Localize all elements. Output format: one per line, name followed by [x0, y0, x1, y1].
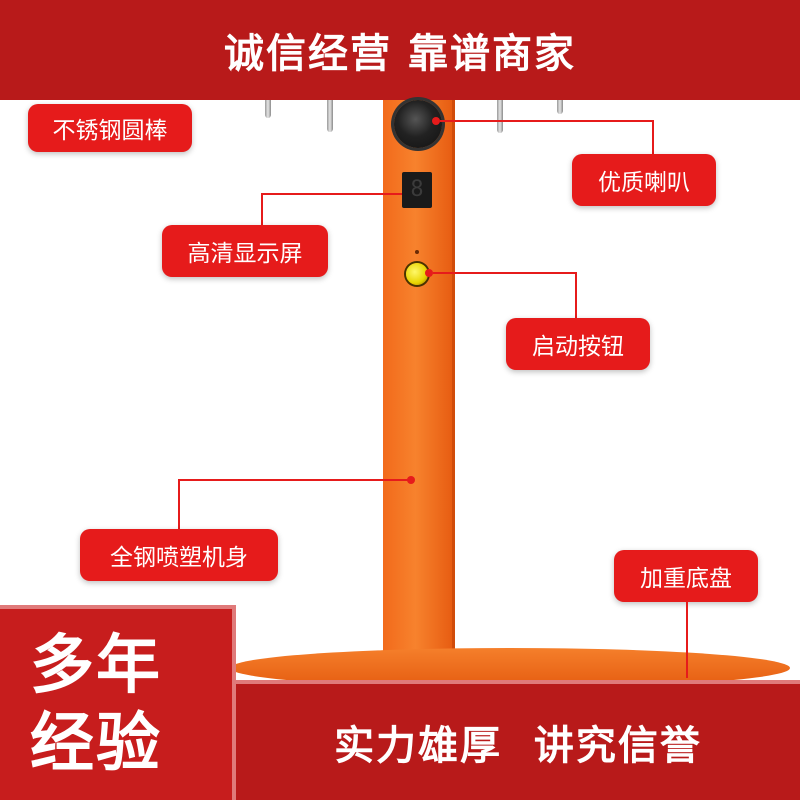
- leader-line: [575, 272, 577, 318]
- banner-title: 诚信经营 靠谱商家: [224, 31, 576, 77]
- slogan-bar: 实力雄厚 讲究信誉: [236, 680, 800, 800]
- steel-rod: [497, 100, 503, 133]
- leader-line: [261, 193, 263, 225]
- leader-line: [686, 602, 688, 678]
- digit-display: 8: [402, 172, 432, 208]
- start-button-icon: [406, 263, 428, 285]
- callout-speaker: 优质喇叭: [572, 154, 716, 206]
- experience-badge: 多年 经验: [0, 605, 236, 800]
- steel-rod: [327, 100, 333, 132]
- leader-line: [433, 272, 576, 274]
- indicator-led: [415, 250, 419, 254]
- callout-rod: 不锈钢圆棒: [28, 104, 192, 152]
- badge-line1: 多年: [30, 628, 162, 703]
- leader-line: [178, 479, 408, 481]
- leader-dot: [407, 476, 415, 484]
- badge-line2: 经验: [30, 706, 162, 781]
- slogan-text: 实力雄厚 讲究信誉: [334, 723, 702, 769]
- callout-rod-label: 不锈钢圆棒: [52, 118, 168, 144]
- callout-screen: 高清显示屏: [162, 225, 328, 277]
- steel-rod: [557, 100, 563, 114]
- leader-line: [652, 120, 654, 154]
- callout-start-button-label: 启动按钮: [532, 334, 624, 360]
- top-banner: 诚信经营 靠谱商家: [0, 0, 800, 100]
- callout-start-button: 启动按钮: [506, 318, 650, 370]
- leader-line: [261, 193, 402, 195]
- leader-dot: [425, 269, 433, 277]
- product-photo: 8 不锈钢圆棒 优质喇叭 高清显示屏 启动按钮 全钢喷塑机身 加重底盘: [0, 100, 800, 688]
- callout-speaker-label: 优质喇叭: [598, 170, 690, 196]
- callout-base-label: 加重底盘: [640, 566, 732, 592]
- leader-dot: [432, 117, 440, 125]
- leader-line: [178, 479, 180, 529]
- callout-base: 加重底盘: [614, 550, 758, 602]
- callout-body: 全钢喷塑机身: [80, 529, 278, 581]
- leader-line: [440, 120, 653, 122]
- steel-rod: [265, 100, 271, 118]
- callout-screen-label: 高清显示屏: [187, 241, 303, 267]
- pole-edge: [452, 100, 455, 680]
- callout-body-label: 全钢喷塑机身: [110, 545, 248, 571]
